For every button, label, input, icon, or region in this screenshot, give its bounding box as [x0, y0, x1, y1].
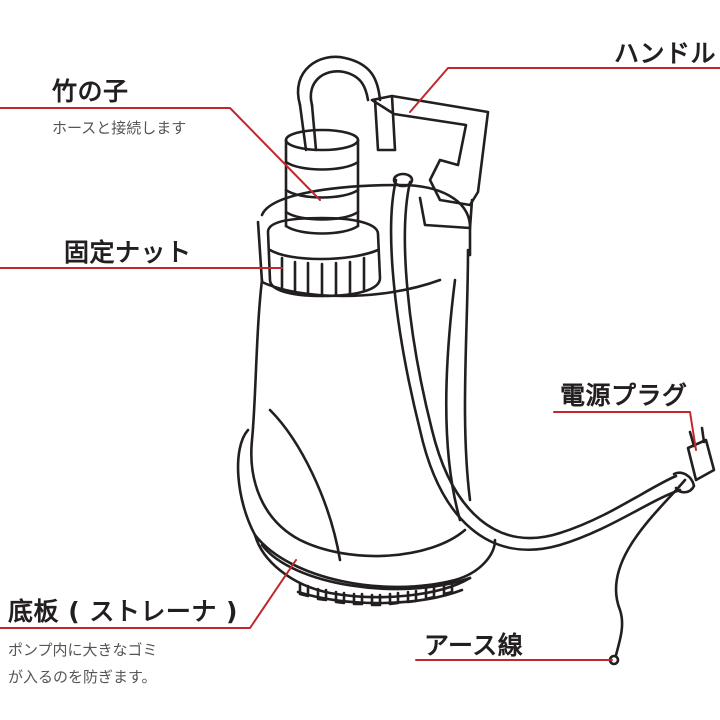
power-cord-drawing [389, 172, 716, 666]
power-plug-label: 電源プラグ [560, 381, 688, 410]
handle-drawing [296, 55, 490, 230]
bottom-plate-drawing [236, 428, 497, 607]
bottom-plate-leader [0, 559, 297, 629]
pump-body-drawing [250, 183, 472, 562]
earth-wire-label: アース線 [424, 631, 524, 660]
takenoko-label: 竹の子 [52, 77, 129, 106]
bottom-plate-description-line2: が入るのを防ぎます。 [8, 668, 157, 686]
bottom-plate-description-line1: ポンプ内に大きなゴミ [8, 641, 158, 659]
takenoko-drawing [284, 128, 360, 235]
takenoko-leader [0, 107, 321, 201]
takenoko-description: ホースと接続します [52, 119, 187, 137]
bottom-plate-label: 底板 ( ストレーナ ) [8, 597, 238, 626]
power-plug-leader [553, 411, 697, 451]
leader-lines [0, 67, 720, 661]
fixed-nut-label: 固定ナット [64, 238, 192, 267]
fixed-nut-drawing [266, 216, 382, 298]
handle-label: ハンドル [614, 39, 717, 68]
handle-leader [409, 67, 720, 113]
